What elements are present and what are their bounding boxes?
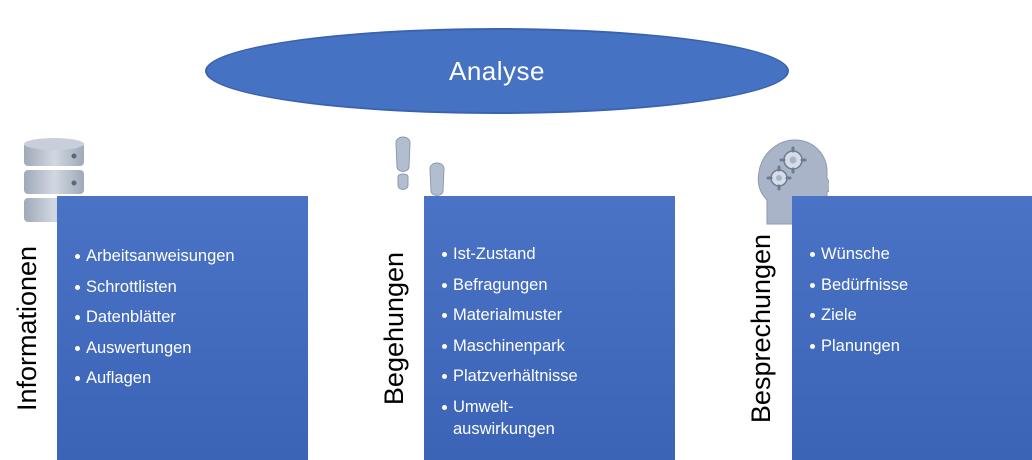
list-item: Materialmuster [441, 300, 675, 331]
begehungen-list: Ist-Zustand Befragungen Materialmuster M… [441, 239, 675, 440]
list-item: Ziele [809, 300, 1032, 331]
list-item: Ist-Zustand [441, 239, 675, 270]
column-label-text: Informationen [12, 245, 43, 411]
list-item: Arbeitsanweisungen [74, 241, 308, 272]
column-label-begehungen: Begehungen [375, 196, 415, 460]
list-item: Wünsche [809, 239, 1032, 270]
list-item: Maschinenpark [441, 331, 675, 362]
footprints-icon [395, 136, 445, 212]
analyse-title: Analyse [449, 55, 545, 86]
list-item: Platzverhältnisse [441, 361, 675, 392]
list-item: Befragungen [441, 270, 675, 301]
column-label-informationen: Informationen [8, 196, 48, 460]
list-item: Bedürfnisse [809, 270, 1032, 301]
list-item: Schrottlisten [74, 272, 308, 303]
column-label-besprechungen: Besprechungen [742, 196, 782, 460]
list-item: Umwelt- auswirkungen [441, 392, 675, 441]
list-item: Auswertungen [74, 333, 308, 364]
column-box-begehungen: Ist-Zustand Befragungen Materialmuster M… [424, 196, 675, 460]
column-box-informationen: Arbeitsanweisungen Schrottlisten Datenbl… [57, 196, 308, 460]
analyse-ellipse: Analyse [205, 28, 789, 114]
besprechungen-list: Wünsche Bedürfnisse Ziele Planungen [809, 239, 1032, 361]
column-label-text: Besprechungen [746, 233, 777, 423]
column-label-text: Begehungen [379, 251, 410, 405]
list-item-text: Umwelt- [453, 397, 514, 416]
column-box-besprechungen: Wünsche Bedürfnisse Ziele Planungen [792, 196, 1032, 460]
list-item-continuation: auswirkungen [453, 420, 555, 438]
information-list: Arbeitsanweisungen Schrottlisten Datenbl… [74, 241, 308, 394]
list-item: Auflagen [74, 363, 308, 394]
list-item: Datenblätter [74, 302, 308, 333]
list-item: Planungen [809, 331, 1032, 362]
